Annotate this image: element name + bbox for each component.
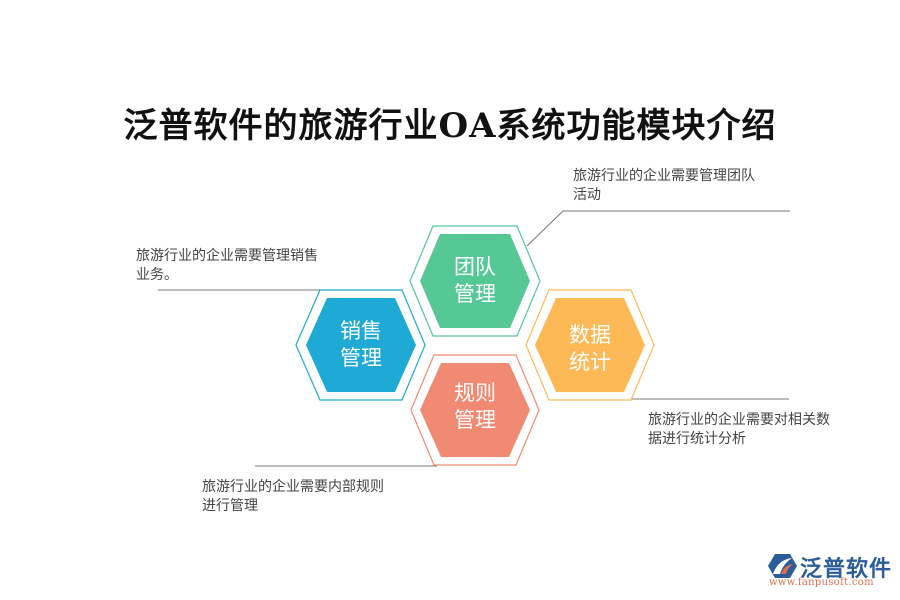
description-sales-line2: 业务。	[136, 267, 178, 283]
description-team: 旅游行业的企业需要管理团队 活动	[573, 167, 755, 205]
module-label-team-line2: 管理	[454, 282, 496, 306]
hexagon-sales	[295, 289, 426, 401]
description-sales-line1: 旅游行业的企业需要管理销售	[136, 248, 318, 264]
module-label-team-line1: 团队	[454, 255, 496, 279]
hexagon-team	[409, 225, 541, 337]
description-data: 旅游行业的企业需要对相关数 据进行统计分析	[648, 411, 830, 449]
brand-logo: 泛普软件 www.fanpusoft.com	[768, 553, 898, 593]
hexagon-data	[525, 289, 655, 401]
description-rules: 旅游行业的企业需要内部规则 进行管理	[202, 478, 384, 516]
description-data-line2: 据进行统计分析	[648, 431, 746, 447]
module-label-team: 团队 管理	[430, 254, 520, 308]
module-label-sales-line2: 管理	[340, 346, 382, 370]
description-rules-line2: 进行管理	[202, 498, 258, 514]
module-label-data: 数据 统计	[545, 322, 635, 376]
logo-url: www.fanpusoft.com	[769, 577, 874, 588]
module-label-rules-line1: 规则	[454, 381, 496, 405]
description-team-line1: 旅游行业的企业需要管理团队	[573, 168, 755, 184]
description-data-line1: 旅游行业的企业需要对相关数	[648, 412, 830, 428]
module-label-rules: 规则 管理	[430, 380, 520, 434]
module-label-rules-line2: 管理	[454, 408, 496, 432]
hexagon-rules	[410, 354, 540, 466]
module-label-sales-line1: 销售	[340, 319, 382, 343]
logo-name: 泛普软件	[800, 557, 893, 582]
connector-team	[526, 210, 790, 247]
module-label-data-line1: 数据	[569, 323, 611, 347]
description-sales: 旅游行业的企业需要管理销售 业务。	[136, 247, 318, 285]
module-label-data-line2: 统计	[569, 350, 611, 374]
description-team-line2: 活动	[573, 187, 601, 203]
module-label-sales: 销售 管理	[316, 318, 406, 372]
logo-hexagon-icon	[768, 554, 797, 578]
page-title: 泛普软件的旅游行业OA系统功能模块介绍	[123, 106, 777, 146]
description-rules-line1: 旅游行业的企业需要内部规则	[202, 479, 384, 495]
